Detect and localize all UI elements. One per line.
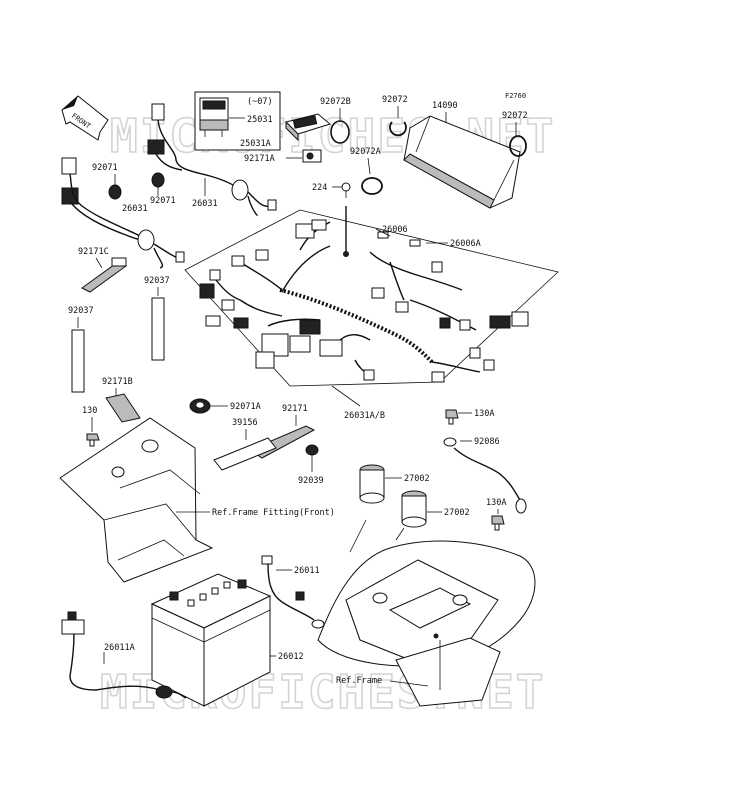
relay-27002-lower	[401, 490, 427, 528]
label-26006A: 26006A	[450, 239, 481, 249]
cable-26011	[261, 555, 325, 629]
label-92171: 92171	[282, 404, 308, 414]
sub-harness-26031-upper	[147, 103, 277, 216]
label-92171B: 92171B	[102, 377, 133, 387]
label-130A-lower: 130A	[486, 498, 506, 508]
battery-26012	[150, 573, 272, 707]
label-92037-upper: 92037	[144, 276, 170, 286]
label-26006: 26006	[382, 225, 408, 235]
band-92072B	[330, 120, 350, 144]
label-26012: 26012	[278, 652, 304, 662]
label-26011A: 26011A	[104, 643, 135, 653]
grommet-92071-a	[108, 184, 122, 200]
main-harness-26031AB	[199, 206, 529, 383]
label-27002-upper: 27002	[404, 474, 430, 484]
hour-meter-part	[194, 91, 281, 151]
sub-harness-26031-lower	[61, 157, 185, 269]
label-92086: 92086	[474, 437, 500, 447]
label-92072-right: 92072	[502, 111, 528, 121]
label-130: 130	[82, 406, 97, 416]
clamp-92171B	[105, 393, 141, 423]
label-14090: 14090	[432, 101, 458, 111]
relay-27002-upper	[359, 464, 385, 504]
bolt-130	[86, 433, 100, 447]
label-92072A: 92072A	[350, 147, 381, 157]
ref-frame-assembly	[317, 519, 536, 707]
ref-frame: Ref.Frame	[336, 676, 382, 686]
label-27002-lower: 27002	[444, 508, 470, 518]
clamp-92171A	[302, 149, 322, 163]
label-92037-lower: 92037	[68, 306, 94, 316]
label-92072B: 92072B	[320, 97, 351, 107]
cover-14090	[403, 115, 521, 209]
label-26031-upper: 26031	[192, 199, 218, 209]
label-224: 224	[312, 183, 327, 193]
label-26031-lower: 26031	[122, 204, 148, 214]
label-92072-top: 92072	[382, 95, 408, 105]
label-25031A: 25031A	[240, 139, 271, 149]
label-130A-upper: 130A	[474, 409, 494, 419]
pad-39156	[213, 437, 277, 471]
grommet-92071-b	[151, 172, 165, 188]
frame-fitting-front	[59, 417, 214, 583]
label-92171A: 92171A	[244, 154, 275, 164]
label-25031: 25031	[247, 115, 273, 125]
label-39156: 39156	[232, 418, 258, 428]
label-92071-b: 92071	[150, 196, 176, 206]
tie-92037-lower	[71, 329, 85, 393]
clamp-92171C	[81, 257, 127, 293]
bolt-130A-lower	[491, 515, 505, 531]
label-26031AB: 26031A/B	[344, 411, 385, 421]
band-92072-top	[389, 121, 407, 137]
label-92071-a: 92071	[92, 163, 118, 173]
ref-frame-fitting-front: Ref.Frame Fitting(Front)	[212, 508, 335, 518]
label-92071A: 92071A	[230, 402, 261, 412]
bolt-130A-upper	[445, 409, 459, 425]
cable-26011A	[61, 611, 187, 699]
meter-bracket-part	[285, 113, 332, 142]
band-92072A	[361, 177, 383, 195]
label-92039: 92039	[298, 476, 324, 486]
label-26011: 26011	[294, 566, 320, 576]
band-92072-right	[509, 135, 527, 157]
label-92171C: 92171C	[78, 247, 109, 257]
figure-code: F2760	[505, 92, 526, 100]
grommet-92039	[305, 444, 319, 456]
front-arrow-icon: FRONT	[61, 95, 109, 141]
screw-224	[341, 182, 351, 198]
cable-92086	[443, 437, 527, 514]
tie-92037-upper	[151, 297, 165, 361]
label-25031-note: (~07)	[247, 97, 273, 107]
